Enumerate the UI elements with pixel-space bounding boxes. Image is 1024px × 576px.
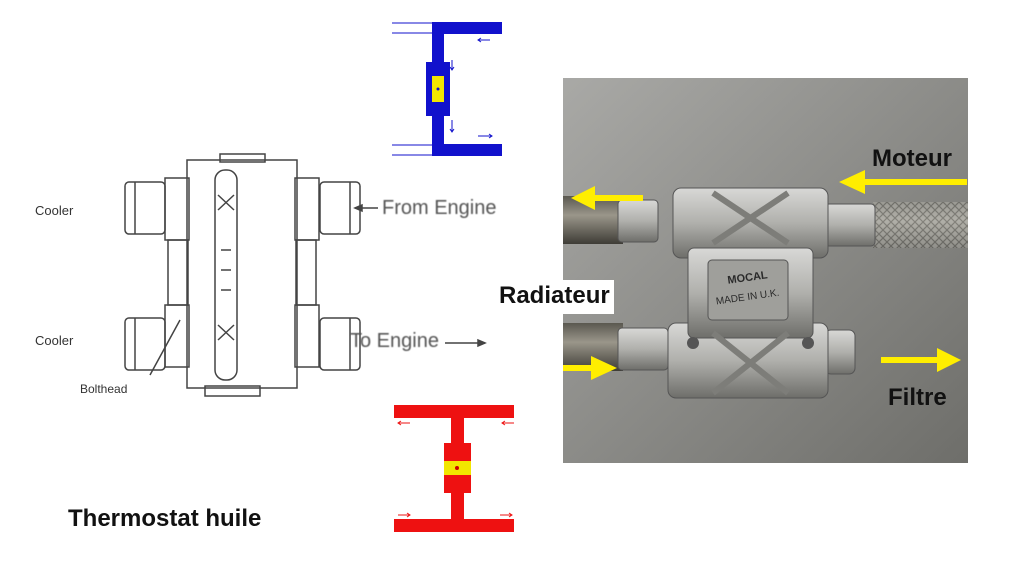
label-radiateur-box: Radiateur [495,280,614,314]
label-cooler-bottom: Cooler [35,333,74,348]
label-filtre: Filtre [888,384,947,411]
label-cooler-top: Cooler [35,203,74,218]
stamp-brand: MOCAL [727,269,769,287]
thermostat-sketch [124,153,487,397]
thermostat-photo: MOCAL MADE IN U.K. [563,78,968,463]
caption-title: Thermostat huile [68,505,262,532]
arrow-from-radiateur [563,356,617,380]
label-radiateur: Radiateur [499,282,610,309]
label-to-engine: To Engine [350,330,439,352]
arrow-from-moteur [839,170,967,194]
arrow-out-left [571,186,643,210]
label-from-engine: From Engine [382,197,497,219]
label-bolthead: Bolthead [80,382,128,396]
label-moteur: Moteur [872,145,952,172]
arrow-to-filtre [881,348,961,372]
red-flow-diagram [394,405,514,532]
blue-flow-diagram [392,22,502,156]
